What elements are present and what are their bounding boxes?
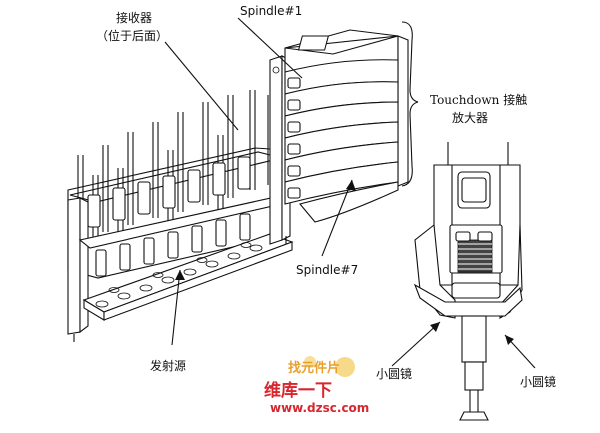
receiver-rods xyxy=(77,90,274,245)
leader-lines xyxy=(164,17,536,369)
spring-coils xyxy=(458,243,492,270)
watermark-top: 找元件片 xyxy=(288,360,340,376)
watermark-brand: 维库一下 xyxy=(264,380,332,401)
label-receiver-note: （位于后面） xyxy=(96,28,168,43)
receiver-rack xyxy=(67,55,294,342)
spindle-segments xyxy=(284,59,399,223)
label-touchdown: Touchdown 接触 xyxy=(430,92,527,107)
label-amplifier: 放大器 xyxy=(452,110,488,125)
segment-tabs xyxy=(287,77,301,199)
watermark-url: www.dzsc.com xyxy=(270,401,369,415)
receiver-cylinders xyxy=(87,156,251,228)
label-spindle-7: Spindle#7 xyxy=(296,263,358,277)
watermark-logo: 找元件片 维库一下 www.dzsc.com xyxy=(264,356,369,415)
base-holes xyxy=(95,242,263,308)
spindle-stack xyxy=(284,21,419,223)
label-emitter: 发射源 xyxy=(150,358,186,373)
label-small-mirror-left: 小圆镜 xyxy=(376,366,412,381)
label-small-mirror-right: 小圆镜 xyxy=(520,374,556,389)
emitter-cylinders xyxy=(95,213,251,277)
label-spindle-1: Spindle#1 xyxy=(240,4,302,18)
mirror-assembly xyxy=(413,142,523,421)
label-receiver: 接收器 xyxy=(116,10,152,25)
